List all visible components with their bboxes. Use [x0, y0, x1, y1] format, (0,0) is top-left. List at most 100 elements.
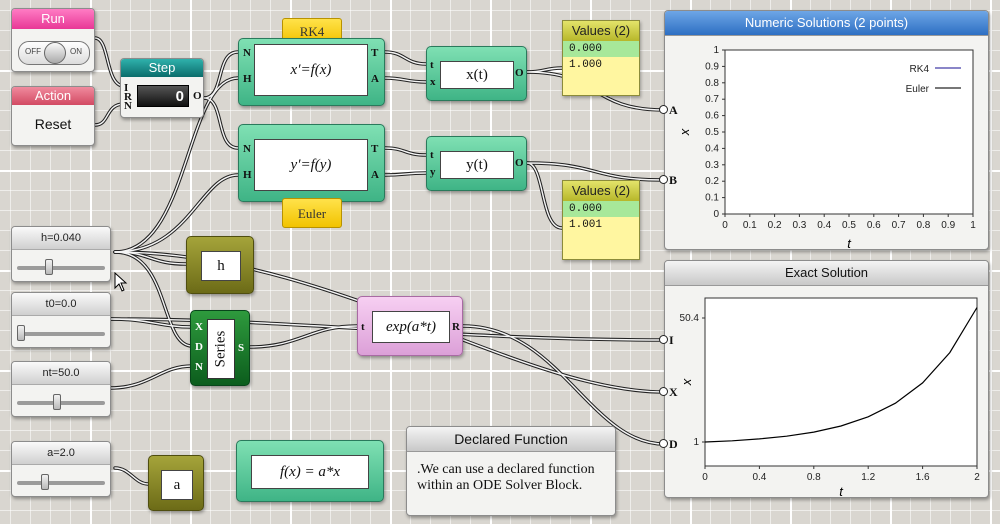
- yt-port-y: y: [430, 166, 436, 178]
- numeric-x-tick-label: 0.2: [768, 220, 782, 231]
- numeric-y-tick-label: 1: [713, 45, 719, 56]
- values-display-1: Values (2) 0.000 1.000: [562, 20, 640, 96]
- a-label: a: [161, 470, 193, 500]
- numeric-graph-port-b-pin[interactable]: [659, 175, 668, 184]
- euler-tab: Euler: [282, 198, 342, 228]
- slider-t0: t0=0.0: [11, 292, 111, 348]
- euler-port-t: T: [371, 143, 379, 155]
- xt-block[interactable]: t x x(t) O: [426, 46, 527, 101]
- numeric-y-tick-label: 0.1: [705, 193, 719, 204]
- values-1-row-0: 0.000: [563, 41, 639, 57]
- series-port-d: D: [195, 341, 203, 353]
- wire-t0-series: [108, 317, 194, 329]
- exact-plot-frame: [704, 297, 978, 467]
- exact-y-tick-label: 50.4: [680, 313, 700, 324]
- slider-h-label: h=0.040: [12, 227, 110, 250]
- slider-a-track[interactable]: [17, 481, 105, 485]
- numeric-y-tick-label: 0.2: [705, 176, 719, 187]
- wire-series-exp: [248, 324, 359, 349]
- numeric-x-tick-label: 0.9: [941, 220, 955, 231]
- slider-t0-track[interactable]: [17, 332, 105, 336]
- rk4-solver-block[interactable]: N H x′=f(x) T A: [238, 38, 385, 106]
- exact-graph-port-d-pin[interactable]: [659, 439, 668, 448]
- exact-x-tick-label: 2: [974, 472, 980, 483]
- slider-nt-label: nt=50.0: [12, 362, 110, 385]
- numeric-x-tick-label: 1: [970, 220, 976, 231]
- slider-nt-thumb[interactable]: [53, 394, 61, 410]
- wire-xt-values1: [525, 66, 564, 74]
- wire-eulera-yt: [383, 171, 428, 177]
- step-counter-display: 0: [137, 85, 189, 107]
- wire-h-series: [113, 250, 194, 348]
- slider-t0-thumb[interactable]: [17, 325, 25, 341]
- yt-block[interactable]: t y y(t) O: [426, 136, 527, 191]
- numeric-y-tick-label: 0.9: [705, 61, 719, 72]
- exact-graph-port-i-pin[interactable]: [659, 335, 668, 344]
- slider-nt: nt=50.0: [11, 361, 111, 417]
- numeric-x-tick-label: 0.3: [792, 220, 806, 231]
- slider-t0-label: t0=0.0: [12, 293, 110, 316]
- rk4-port-n: N: [243, 47, 251, 59]
- step-port-o: O: [193, 90, 202, 102]
- a-block[interactable]: a: [148, 455, 204, 511]
- values-2-title: Values (2): [563, 181, 639, 201]
- exact-graph-port-i: I: [669, 333, 674, 347]
- series-port-s: S: [238, 342, 245, 354]
- slider-a-thumb[interactable]: [41, 474, 49, 490]
- numeric-x-tick-label: 0.1: [743, 220, 757, 231]
- numeric-x-tick-label: 0: [722, 220, 728, 231]
- slider-a-label: a=2.0: [12, 442, 110, 465]
- declared-function-block[interactable]: f(x) = a*x: [236, 440, 384, 502]
- run-label: Run: [12, 9, 94, 29]
- numeric-y-tick-label: 0.5: [705, 127, 719, 138]
- step-port-n: N: [124, 100, 132, 112]
- exact-graph-port-d: D: [669, 437, 678, 451]
- numeric-x-tick-label: 0.4: [817, 220, 831, 231]
- numeric-x-tick-label: 0.6: [867, 220, 881, 231]
- slider-h-thumb[interactable]: [45, 259, 53, 275]
- exact-y-axis-label: x: [679, 378, 694, 386]
- numeric-graph-port-a: A: [669, 103, 678, 117]
- exp-block[interactable]: t exp(a*t) R: [357, 296, 463, 356]
- slider-a: a=2.0: [11, 441, 111, 497]
- euler-solver-block[interactable]: N H y′=f(y) T A: [238, 124, 385, 202]
- exact-x-tick-label: 1.6: [916, 472, 930, 483]
- step-port-r: R: [124, 91, 132, 103]
- exact-graph-port-x-pin[interactable]: [659, 387, 668, 396]
- wire-a-ablock: [113, 466, 150, 486]
- reset-button[interactable]: Reset: [34, 116, 72, 132]
- wire-rk4a-xt: [383, 76, 428, 84]
- rk4-equation: x′=f(x): [254, 44, 368, 96]
- wire-yt-graphB: [525, 161, 666, 182]
- numeric-x-axis-label: t: [847, 236, 852, 250]
- slider-h: h=0.040: [11, 226, 111, 282]
- run-toggle-switch[interactable]: OFF ON: [18, 41, 90, 65]
- h-block[interactable]: h: [186, 236, 254, 294]
- numeric-x-tick-label: 0.5: [842, 220, 856, 231]
- series-port-n: N: [195, 361, 203, 373]
- values-1-title: Values (2): [563, 21, 639, 41]
- numeric-y-tick-label: 0.4: [705, 143, 719, 154]
- declared-function-note: Declared Function .We can use a declared…: [406, 426, 616, 516]
- values-1-row-1: 1.000: [569, 59, 603, 71]
- exp-label: exp(a*t): [372, 311, 450, 343]
- mouse-cursor-icon: [114, 272, 128, 292]
- slider-nt-track[interactable]: [17, 401, 105, 405]
- numeric-plot-frame: [724, 49, 974, 215]
- euler-port-n: N: [243, 143, 251, 155]
- numeric-graph-port-a-pin[interactable]: [659, 105, 668, 114]
- euler-port-a: A: [371, 169, 379, 181]
- series-block[interactable]: X D N Series S: [190, 310, 250, 386]
- slider-h-track[interactable]: [17, 266, 105, 270]
- numeric-y-axis-label: x: [677, 128, 692, 136]
- exact-graph-port-x: X: [669, 385, 678, 399]
- wire-h-hblock: [113, 250, 188, 266]
- step-port-i: I: [124, 82, 129, 94]
- numeric-y-tick-label: 0: [713, 209, 719, 220]
- xt-port-x: x: [430, 76, 436, 88]
- numeric-y-tick-label: 0.7: [705, 94, 719, 105]
- run-button-block: Run OFF ON: [11, 8, 95, 72]
